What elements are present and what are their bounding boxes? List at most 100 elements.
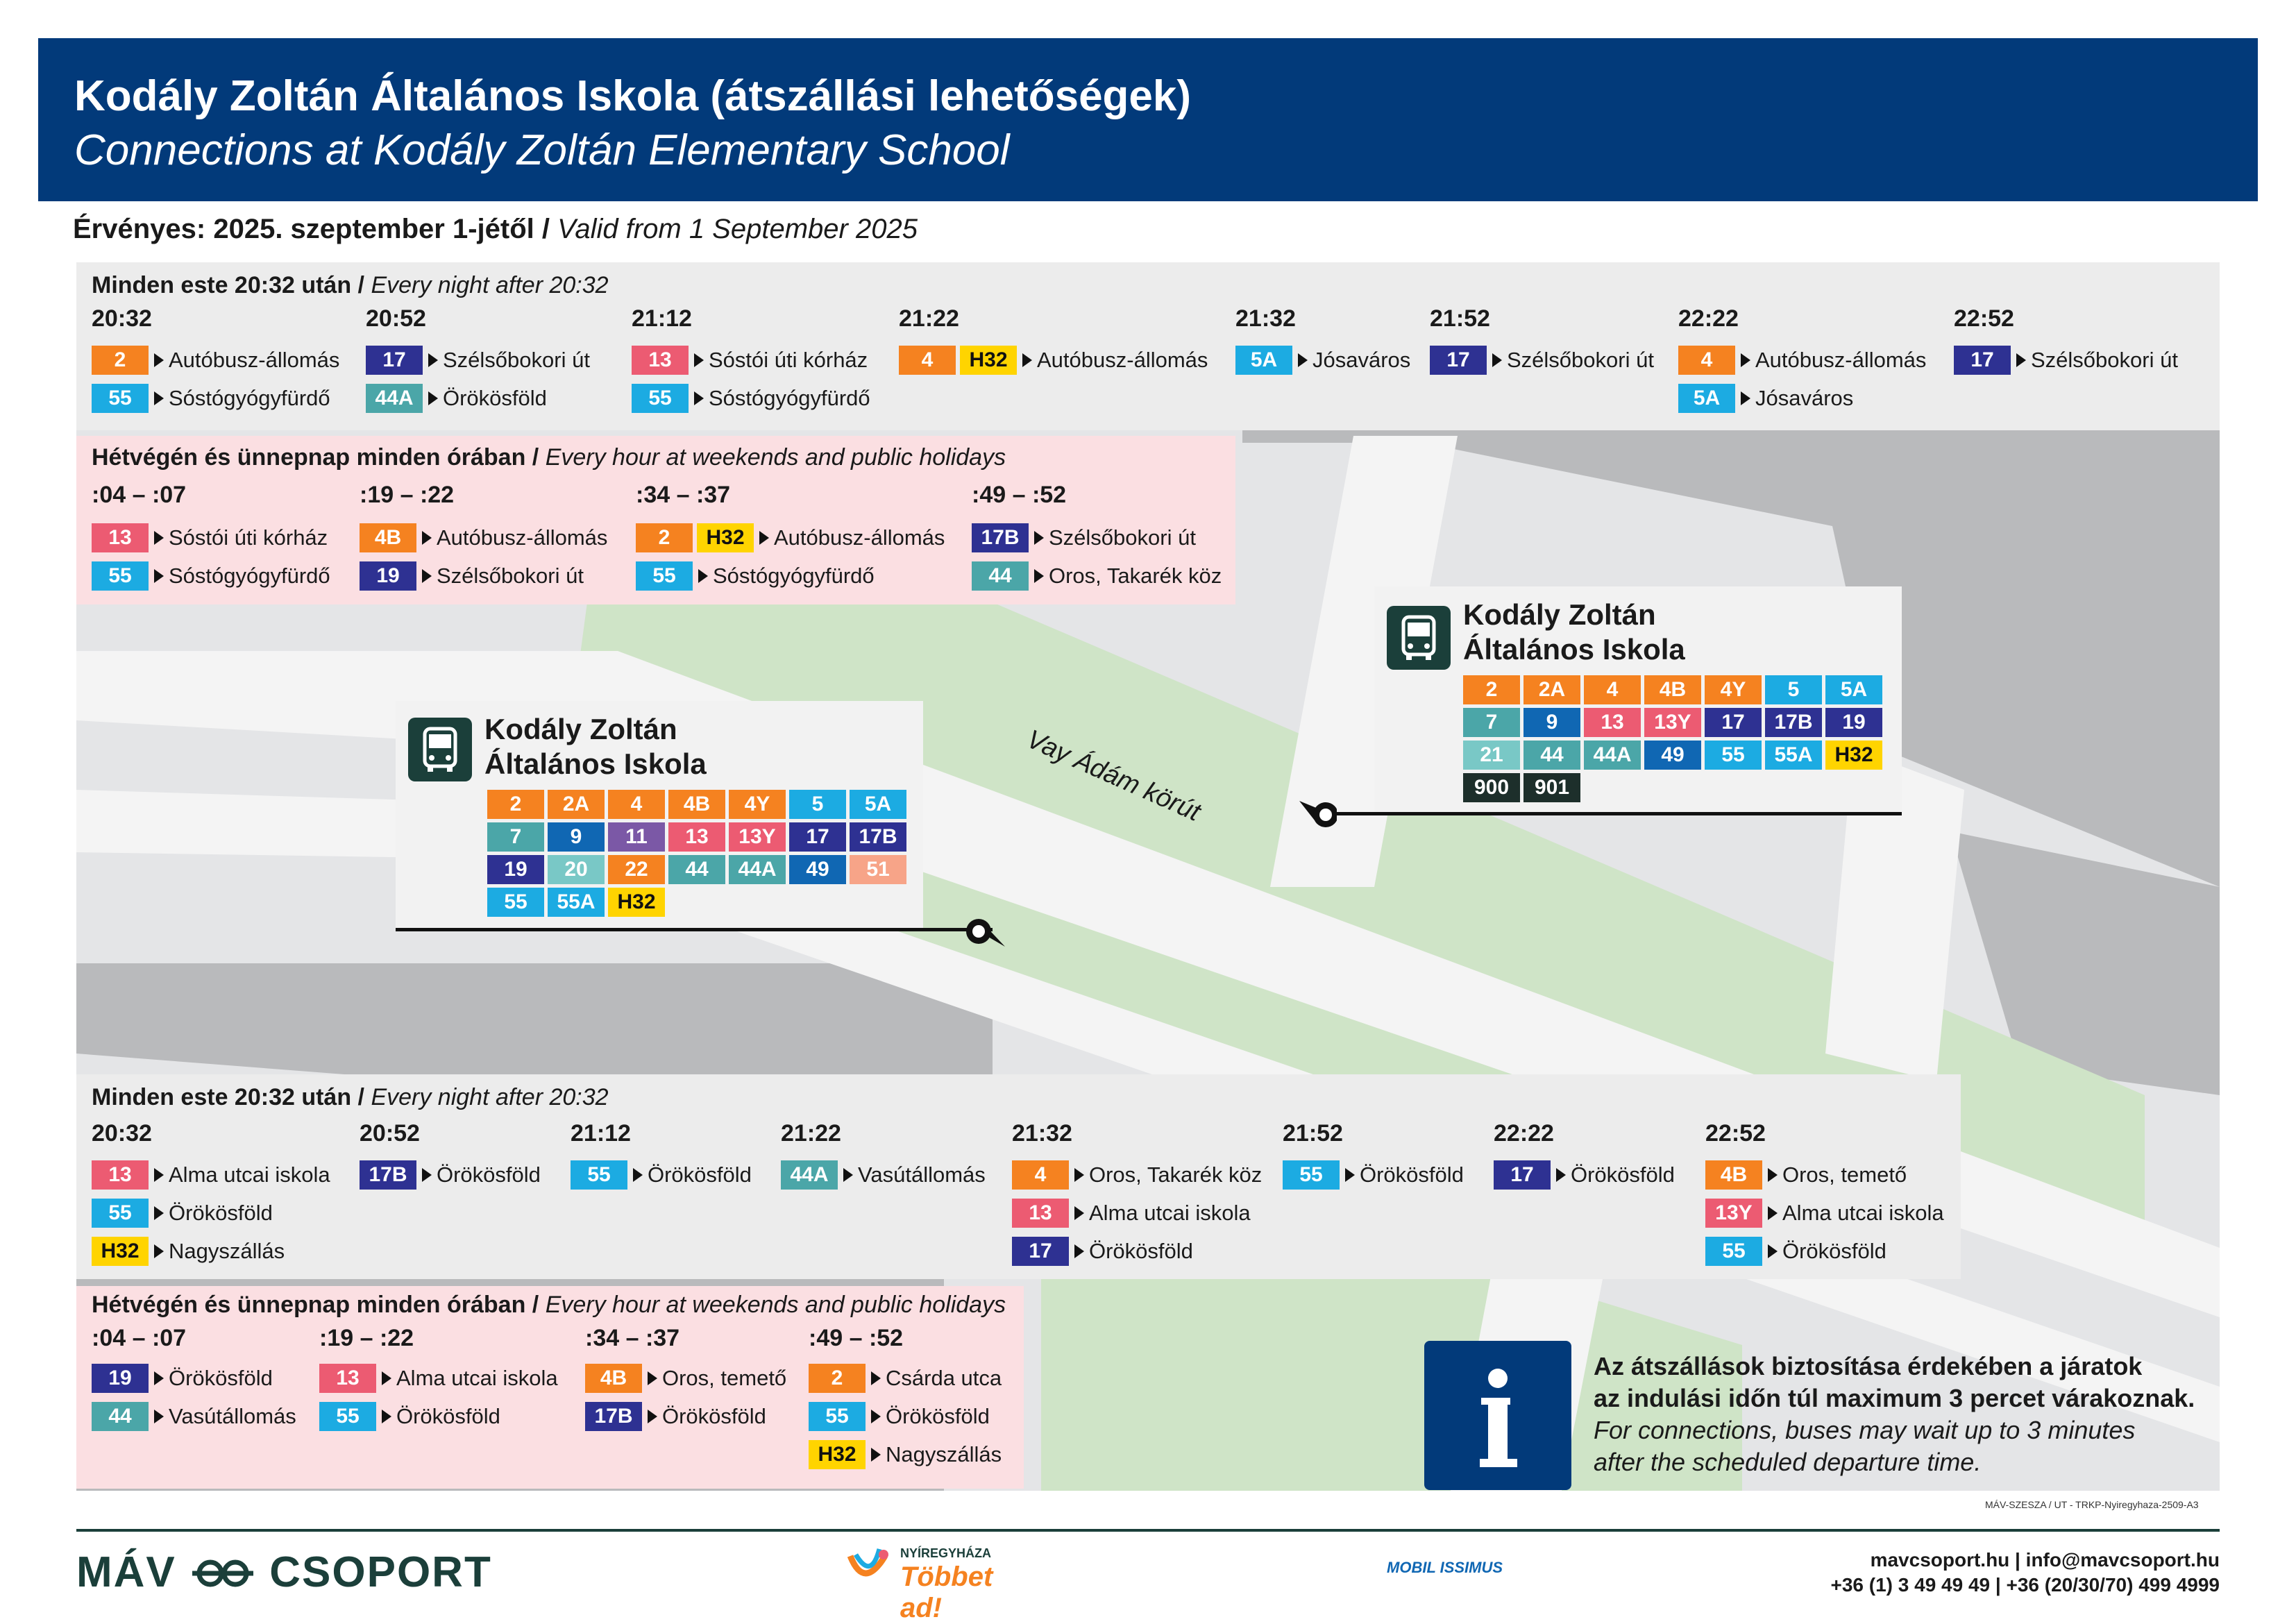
arrow-right-icon (1556, 1168, 1566, 1182)
arrow-right-icon (759, 531, 769, 545)
document-code: MÁV-SZESZA / UT - TRKP-Nyiregyhaza-2509-… (1985, 1499, 2199, 1510)
line-badge-55: 55 (487, 888, 544, 917)
destination: Örökösföld (1360, 1162, 1464, 1187)
arrow-right-icon (1034, 569, 1044, 583)
destination: Csárda utca (886, 1366, 1002, 1390)
line-badge-17: 17 (1954, 346, 2011, 375)
departure-time: 20:52 (360, 1120, 420, 1147)
info-text: Az átszállások biztosítása érdekében a j… (1594, 1351, 2195, 1478)
line-badge-7: 7 (487, 822, 544, 852)
line-badge-44: 44 (668, 855, 725, 884)
line-badge-4b: 4B (1644, 675, 1701, 704)
line-badge-17b: 17B (972, 523, 1029, 552)
line-badge-4: 4 (899, 346, 956, 375)
line-badge-19: 19 (360, 561, 416, 591)
line-badge-9: 9 (548, 822, 605, 852)
destination: Alma utcai iskola (1782, 1201, 1944, 1225)
top-weekend-panel: Hétvégén és ünnepnap minden órában / Eve… (76, 436, 1235, 604)
line-badge-22: 22 (608, 855, 665, 884)
line-badge-h32: H32 (608, 888, 665, 917)
footer-contact: mavcsoport.hu | info@mavcsoport.hu +36 (… (1830, 1549, 2220, 1596)
departure-time: :19 – :22 (360, 482, 455, 508)
destination: Alma utcai iskola (396, 1366, 558, 1390)
connection-row: 4B Oros, temető (585, 1364, 786, 1393)
line-badge-17: 17 (1494, 1160, 1551, 1190)
line-badge-17: 17 (789, 822, 846, 852)
destination: Alma utcai iskola (169, 1162, 330, 1187)
line-badge-h32: H32 (960, 346, 1017, 375)
line-badge-4y: 4Y (1705, 675, 1762, 704)
departure-time: :49 – :52 (972, 482, 1067, 508)
departure-time: 22:52 (1705, 1120, 1766, 1147)
info-hu-2: az indulási időn túl maximum 3 percet vá… (1594, 1384, 2195, 1412)
bus-icon (1387, 606, 1451, 670)
line-badge-4: 4 (1678, 346, 1735, 375)
page-subtitle: Connections at Kodály Zoltán Elementary … (74, 126, 1010, 174)
destination: Oros, temető (1782, 1162, 1907, 1187)
line-badge-4b: 4B (585, 1364, 642, 1393)
departure-time: 22:22 (1678, 305, 1739, 332)
line-badge-5: 5 (789, 790, 846, 819)
destination: Autóbusz-állomás (169, 348, 340, 372)
departure-time: 21:22 (899, 305, 959, 332)
destination: Sóstógyógyfürdő (169, 386, 330, 410)
top-night-panel: Minden este 20:32 után / Every night aft… (76, 262, 2220, 430)
destination: Sóstógyógyfürdő (709, 386, 870, 410)
arrow-right-icon (154, 353, 164, 367)
line-badge-5a: 5A (1825, 675, 1882, 704)
line-badge-55: 55 (809, 1402, 866, 1431)
destination: Örökösföld (662, 1404, 766, 1428)
departure-time: 20:32 (92, 1120, 152, 1147)
stop-line-right (1326, 812, 1902, 815)
info-hu-1: Az átszállások biztosítása érdekében a j… (1594, 1352, 2143, 1380)
line-badge-4: 4 (608, 790, 665, 819)
arrow-right-icon (1768, 1244, 1778, 1258)
destination: Örökösföld (648, 1162, 752, 1187)
footer-divider (76, 1529, 2220, 1532)
bus-icon (408, 718, 472, 781)
arrow-right-icon (154, 1206, 164, 1220)
line-badge-h32: H32 (809, 1440, 866, 1469)
panel-title: Minden este 20:32 után / Every night aft… (92, 272, 609, 298)
arrow-right-icon (382, 1371, 391, 1385)
line-badge-17: 17 (1430, 346, 1487, 375)
arrow-right-icon (422, 569, 432, 583)
destination: Oros, Takarék köz (1049, 564, 1222, 588)
destination: Oros, temető (662, 1366, 787, 1390)
mav-logo-icon (192, 1559, 254, 1587)
arrow-right-icon (871, 1448, 881, 1462)
destination: Autóbusz-állomás (1037, 348, 1208, 372)
arrow-right-icon (871, 1371, 881, 1385)
line-badge-5: 5 (1765, 675, 1822, 704)
info-en-2: after the scheduled departure time. (1594, 1448, 1982, 1476)
bottom-night-panel: Minden este 20:32 után / Every night aft… (76, 1074, 1961, 1279)
line-badge-55a: 55A (548, 888, 605, 917)
arrow-right-icon (382, 1410, 391, 1423)
line-badge-5a: 5A (1235, 346, 1292, 375)
destination: Örökösföld (169, 1366, 273, 1390)
departure-time: 22:52 (1954, 305, 2014, 332)
arrow-right-icon (1741, 391, 1750, 405)
